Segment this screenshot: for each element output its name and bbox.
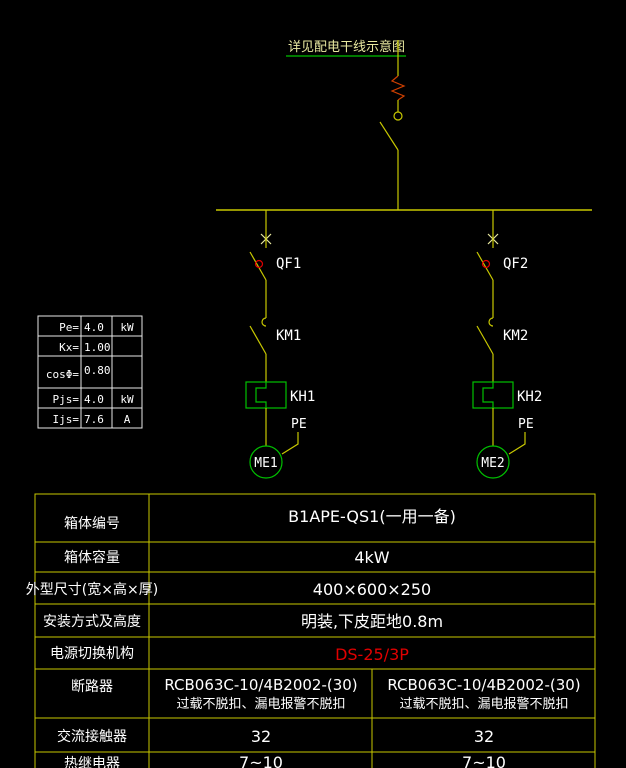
disconnector-zigzag: [390, 75, 406, 101]
relay-value-1: 7~10: [239, 753, 283, 768]
load-label: cosΦ=: [46, 368, 79, 381]
contactor-label: 交流接触器: [57, 728, 127, 745]
branch-1: QF1 KM1 KH1 PE ME1: [245, 210, 315, 479]
box-no-value: B1APE-QS1(一用一备): [288, 507, 456, 526]
spec-text: 箱体编号 B1APE-QS1(一用一备) 箱体容量 4kW 外型尺寸(宽×高×厚…: [26, 507, 581, 768]
load-label: Pjs=: [53, 393, 80, 406]
capacity-label: 箱体容量: [64, 549, 120, 566]
relay-label: 热继电器: [64, 756, 120, 768]
thermal-relay-icon: [482, 382, 494, 408]
load-value: 7.6: [84, 413, 104, 426]
pe-lead: [508, 432, 526, 455]
relay-value-2: 7~10: [462, 753, 506, 768]
load-label: Pe=: [59, 321, 79, 334]
feeder-note: 详见配电干线示意图: [288, 39, 405, 55]
mount-label: 安装方式及高度: [43, 613, 141, 630]
load-value: 1.00: [84, 341, 111, 354]
load-value: 4.0: [84, 393, 104, 406]
motor-label: ME2: [481, 456, 504, 471]
load-label: Ijs=: [53, 413, 80, 426]
breaker-label: QF2: [503, 256, 528, 272]
contactor-value-2: 32: [474, 727, 494, 746]
breaker-label: QF1: [276, 256, 301, 272]
breaker-note-2: 过载不脱扣、漏电报警不脱扣: [399, 696, 568, 712]
load-value: 0.80: [84, 364, 111, 377]
breaker-blade: [249, 251, 267, 281]
motor-icon: [476, 445, 510, 479]
contactor-value-1: 32: [251, 727, 271, 746]
motor-label: ME1: [254, 456, 277, 471]
breaker-note-1: 过载不脱扣、漏电报警不脱扣: [176, 696, 345, 712]
contactor-blade: [476, 325, 494, 355]
contactor-contact-icon: [261, 317, 267, 327]
load-unit: A: [124, 413, 131, 426]
thermal-relay-icon: [255, 382, 267, 408]
pe-label: PE: [518, 417, 534, 432]
load-table: Pe= 4.0 kW Kx= 1.00 cosΦ= 0.80 Pjs= 4.0 …: [37, 315, 143, 429]
relay-label: KH2: [517, 389, 542, 405]
size-label: 外型尺寸(宽×高×厚): [26, 581, 158, 598]
load-value: 4.0: [84, 321, 104, 334]
contactor-label: KM2: [503, 328, 528, 344]
size-value: 400×600×250: [313, 580, 431, 599]
relay-label: KH1: [290, 389, 315, 405]
load-unit: kW: [120, 393, 134, 406]
contactor-contact-icon: [488, 317, 494, 327]
spec-table: [34, 493, 596, 768]
capacity-value: 4kW: [354, 548, 389, 567]
load-label: Kx=: [59, 341, 79, 354]
switch-value: DS-25/3P: [335, 645, 409, 664]
load-unit: kW: [120, 321, 134, 334]
breaker-blade: [476, 251, 494, 281]
mount-value: 明装,下皮距地0.8m: [301, 612, 443, 631]
isolator-blade: [379, 121, 399, 151]
motor-icon: [249, 445, 283, 479]
contactor-blade: [249, 325, 267, 355]
breaker-model-2: RCB063C-10/4B2002-(30): [387, 676, 580, 694]
pe-lead: [281, 432, 299, 455]
breaker-trip-icon: [481, 259, 491, 269]
breaker-label: 断路器: [71, 679, 113, 695]
breaker-trip-icon: [254, 259, 264, 269]
switch-label: 电源切换机构: [50, 645, 134, 662]
branch-2: QF2 KM2 KH2 PE ME2: [472, 210, 542, 479]
contactor-label: KM1: [276, 328, 301, 344]
breaker-model-1: RCB063C-10/4B2002-(30): [164, 676, 357, 694]
pe-label: PE: [291, 417, 307, 432]
box-no-label: 箱体编号: [64, 516, 120, 532]
isolator-contact-icon: [393, 111, 403, 121]
